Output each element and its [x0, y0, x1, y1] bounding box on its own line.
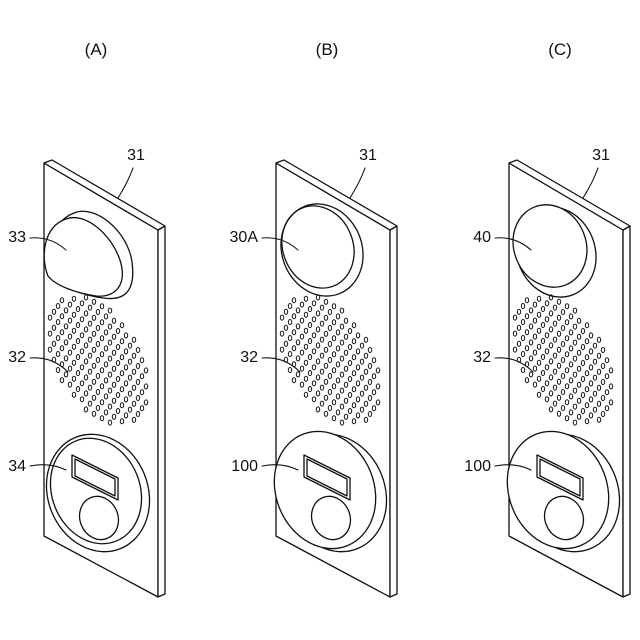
- panel-title: (C): [548, 40, 572, 59]
- ref-label-speaker: 32: [8, 349, 26, 366]
- plate-side-face: [158, 226, 165, 597]
- ref-label-plate: 31: [592, 147, 610, 164]
- ref-label-plate: 31: [359, 147, 377, 164]
- plate-side-face: [390, 226, 397, 597]
- ref-label-top: 40: [473, 229, 491, 246]
- ref-label-top: 30A: [230, 229, 259, 246]
- panel-c: (C) 31 40 32 100: [464, 40, 637, 597]
- ref-label-speaker: 32: [240, 349, 258, 366]
- ref-label-plate: 31: [127, 147, 145, 164]
- leader-line-plate: [583, 168, 598, 198]
- leader-line-plate: [118, 168, 133, 198]
- panel-a: (A) 31 33 32 34: [8, 40, 167, 597]
- panels-group: (A) 31 33 32 34 (B) 31 30A 32 100 (C) 31 40 32 100: [8, 40, 637, 597]
- panel-b: (B) 31 30A 32 100: [230, 40, 404, 597]
- ref-label-bottom: 100: [464, 458, 491, 475]
- ref-label-top: 33: [8, 229, 26, 246]
- ref-label-speaker: 32: [473, 349, 491, 366]
- panel-title: (B): [316, 40, 339, 59]
- plate-side-face: [623, 226, 630, 597]
- leader-line-plate: [350, 168, 365, 198]
- panel-title: (A): [85, 40, 108, 59]
- ref-label-bottom: 100: [231, 458, 258, 475]
- ref-label-bottom: 34: [8, 458, 26, 475]
